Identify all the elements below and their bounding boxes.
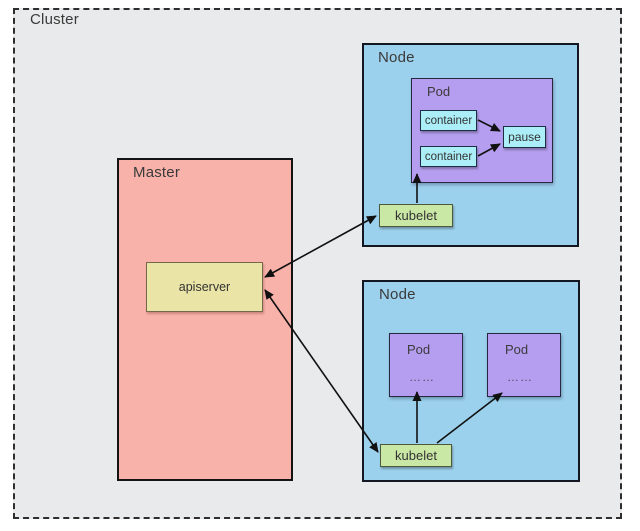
node-top-label: Node xyxy=(378,49,415,66)
kubelet-bottom-box: kubelet xyxy=(380,444,452,467)
container-2-label: container xyxy=(424,150,473,163)
container-box-2: container xyxy=(420,146,477,167)
apiserver-box: apiserver xyxy=(146,262,263,312)
pod-bottom-2-label: Pod xyxy=(505,342,529,357)
pod-bottom-box-1: Pod …… xyxy=(389,333,463,397)
master-box xyxy=(117,158,293,481)
apiserver-label: apiserver xyxy=(178,280,231,294)
kubelet-top-label: kubelet xyxy=(395,208,437,223)
pod-bottom-box-2: Pod …… xyxy=(487,333,561,397)
kubelet-top-box: kubelet xyxy=(379,204,453,227)
pod-bottom-1-label: Pod xyxy=(407,342,431,357)
node-bottom-label: Node xyxy=(379,286,416,303)
pause-box: pause xyxy=(503,126,546,148)
master-label: Master xyxy=(133,164,181,181)
pause-label: pause xyxy=(508,130,541,144)
kubelet-bottom-label: kubelet xyxy=(395,448,437,463)
cluster-label: Cluster xyxy=(30,11,79,28)
pod-top-label: Pod xyxy=(427,84,451,99)
container-1-label: container xyxy=(424,114,473,127)
container-box-1: container xyxy=(420,110,477,131)
pod-bottom-2-ellipsis: …… xyxy=(507,370,533,384)
pod-bottom-1-ellipsis: …… xyxy=(409,370,435,384)
